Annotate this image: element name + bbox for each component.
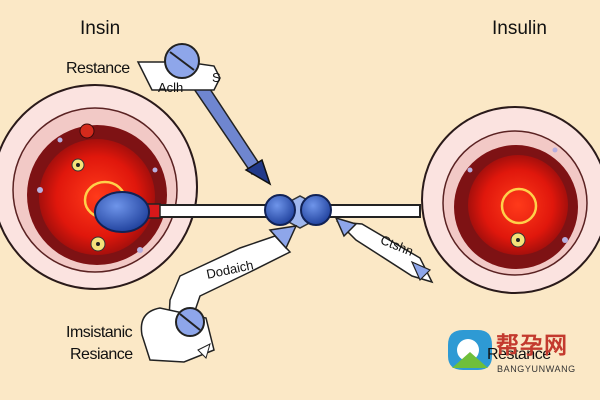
watermark-chinese: 帮孕网 [496, 333, 568, 359]
insulin-capsule [94, 191, 150, 233]
signpost-bottom [140, 307, 215, 363]
signpost-right [334, 216, 434, 284]
label-signpost-left: Aclh [158, 80, 184, 95]
right-cell [421, 106, 600, 294]
label-bottom-right: Restance [487, 346, 551, 363]
label-bottom-left-1: Imsistanic [66, 324, 133, 341]
label-insulin: Insulin [492, 18, 547, 39]
watermark-latin: BANGYUNWANG [497, 364, 576, 374]
blue-arrow-top [190, 79, 272, 186]
left-cell [0, 84, 198, 290]
label-signpost-right: S [212, 70, 221, 85]
label-bottom-left-2: Resiance [70, 346, 133, 363]
watermark-logo [448, 330, 492, 370]
label-insin: Insin [80, 18, 121, 39]
connecting-tube [141, 203, 421, 219]
label-resistance-top: Restance [66, 60, 130, 77]
insulin-molecule [264, 194, 332, 229]
signpost-top [136, 43, 221, 91]
